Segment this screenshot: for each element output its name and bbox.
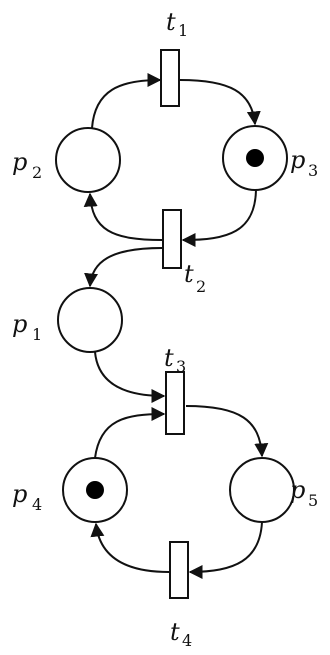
arc-t4-to-p4 xyxy=(90,522,170,573)
transition-t1 xyxy=(160,49,180,107)
place-p5 xyxy=(229,457,295,523)
transition-label-t3: t xyxy=(164,344,174,372)
place-label-p3: p xyxy=(290,146,305,174)
token-p3 xyxy=(246,149,264,167)
arc-p4-to-t3 xyxy=(94,407,166,459)
arc-p5-to-t4 xyxy=(188,521,263,579)
transition-t2 xyxy=(162,209,182,269)
arc-t2-to-p2 xyxy=(83,192,163,241)
transition-label-subscript-t1: 1 xyxy=(178,21,188,40)
arc-t2-to-p1 xyxy=(84,247,163,288)
arc-p1-to-t3 xyxy=(94,351,166,403)
place-label-p5: p xyxy=(290,476,305,504)
arc-t1-to-p3 xyxy=(179,79,261,126)
place-label-subscript-p1: 1 xyxy=(32,325,42,344)
place-p2 xyxy=(55,127,121,193)
transition-label-subscript-t4: 4 xyxy=(182,631,192,650)
transition-label-subscript-t2: 2 xyxy=(196,277,206,296)
place-label-p4: p xyxy=(12,480,27,508)
place-p1 xyxy=(57,287,123,353)
transition-label-t2: t xyxy=(184,260,194,288)
place-label-subscript-p4: 4 xyxy=(32,495,42,514)
arc-p2-to-t1 xyxy=(91,73,162,129)
place-label-p1: p xyxy=(12,310,27,338)
transition-t4 xyxy=(169,541,189,599)
nodes-layer xyxy=(55,49,295,599)
transition-label-subscript-t3: 3 xyxy=(176,357,186,376)
arc-t3-to-p5 xyxy=(185,405,269,458)
place-label-p2: p xyxy=(12,148,27,176)
transition-label-t1: t xyxy=(166,8,176,36)
transition-label-t4: t xyxy=(170,618,180,646)
place-label-subscript-p3: 3 xyxy=(308,161,318,180)
arc-p3-to-t2 xyxy=(181,189,257,247)
token-p4 xyxy=(86,481,104,499)
place-label-subscript-p5: 5 xyxy=(308,491,318,510)
place-label-subscript-p2: 2 xyxy=(32,163,42,182)
transition-t3 xyxy=(165,371,185,435)
arcs-layer xyxy=(83,73,269,579)
